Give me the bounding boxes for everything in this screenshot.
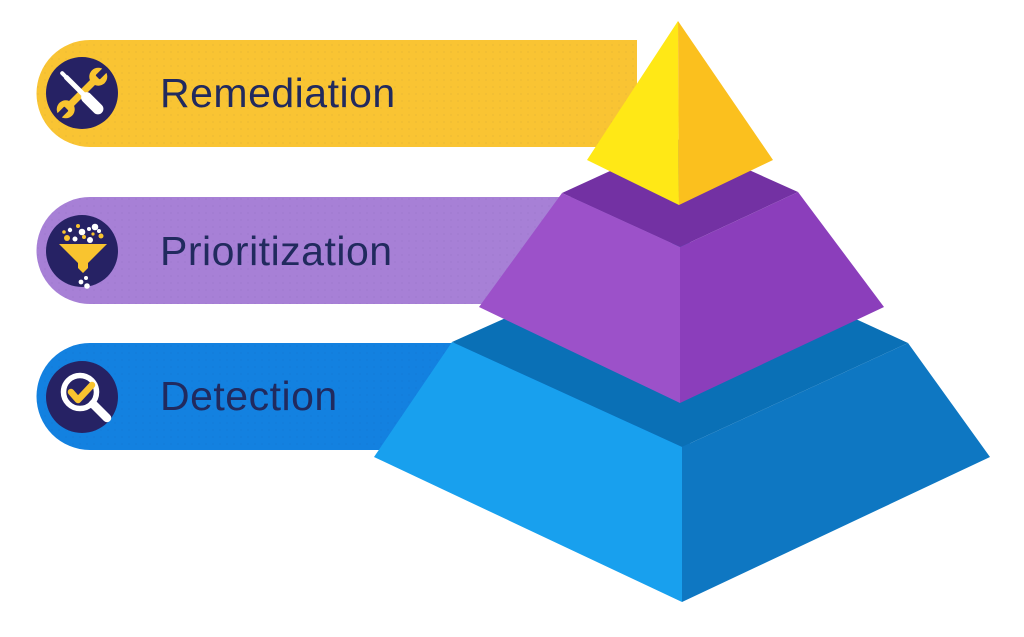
layer-label-remediation: Remediation [160, 70, 396, 116]
funnel-output-dots [78, 276, 90, 289]
remediation-tier-right-face [678, 21, 773, 205]
prioritization-tier-left-face [479, 193, 680, 403]
screwdriver-glyph [60, 71, 104, 115]
detection-tier-left-face [374, 342, 682, 602]
funnel-icon [46, 215, 118, 289]
tools-icon [46, 57, 118, 129]
remediation-tier-left-face [587, 21, 679, 205]
magnifier-lens [60, 372, 100, 412]
magnifier-check-icon [46, 361, 118, 433]
pyramid-tier-remediation [587, 21, 773, 205]
funnel-glyph [59, 244, 107, 273]
magnifier-handle [88, 399, 112, 423]
prioritization-tier-right-face [680, 192, 884, 403]
detection-tier-right-face [682, 343, 990, 602]
band-remediation-texture [36, 40, 637, 147]
checkmark-glyph [67, 381, 96, 404]
layer-label-detection: Detection [160, 373, 338, 419]
funnel-input-dots [62, 223, 104, 243]
layer-label-prioritization: Prioritization [160, 228, 393, 274]
